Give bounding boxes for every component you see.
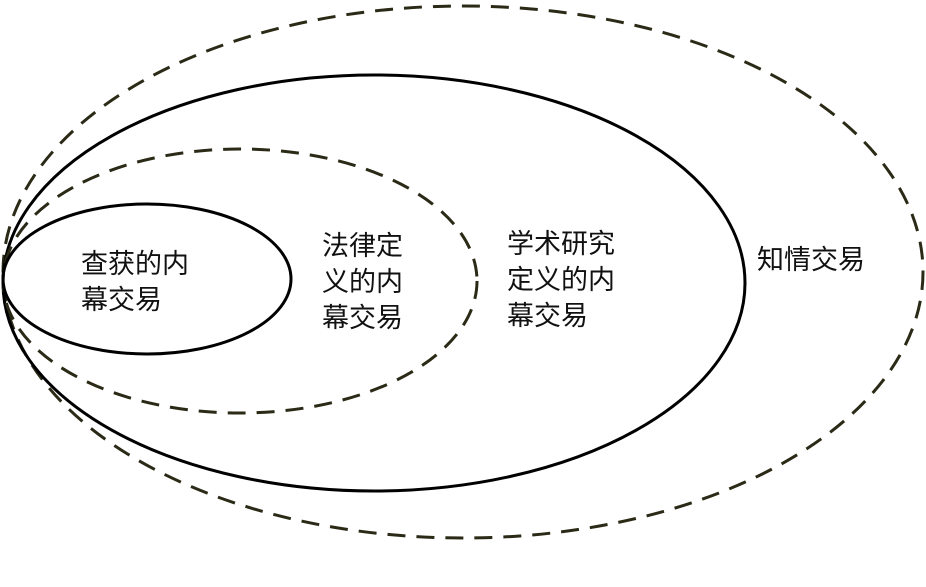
- informed-trading-label: 知情交易: [757, 243, 865, 279]
- seized-trading-label: 查获的内 幕交易: [81, 247, 189, 319]
- legal-definition-ellipse: [1, 147, 479, 415]
- label-line: 法律定: [322, 231, 403, 262]
- seized-trading-ellipse: [1, 202, 293, 356]
- label-line: 幕交易: [322, 303, 403, 334]
- legal-definition-label: 法律定 义的内 幕交易: [322, 229, 403, 337]
- label-line: 知情交易: [757, 245, 865, 276]
- academic-definition-label: 学术研究 定义的内 幕交易: [507, 227, 615, 335]
- label-line: 幕交易: [507, 301, 588, 332]
- label-line: 查获的内: [81, 249, 189, 280]
- label-line: 幕交易: [81, 285, 162, 316]
- label-line: 学术研究: [507, 229, 615, 260]
- label-line: 定义的内: [507, 265, 615, 296]
- label-line: 义的内: [322, 267, 403, 298]
